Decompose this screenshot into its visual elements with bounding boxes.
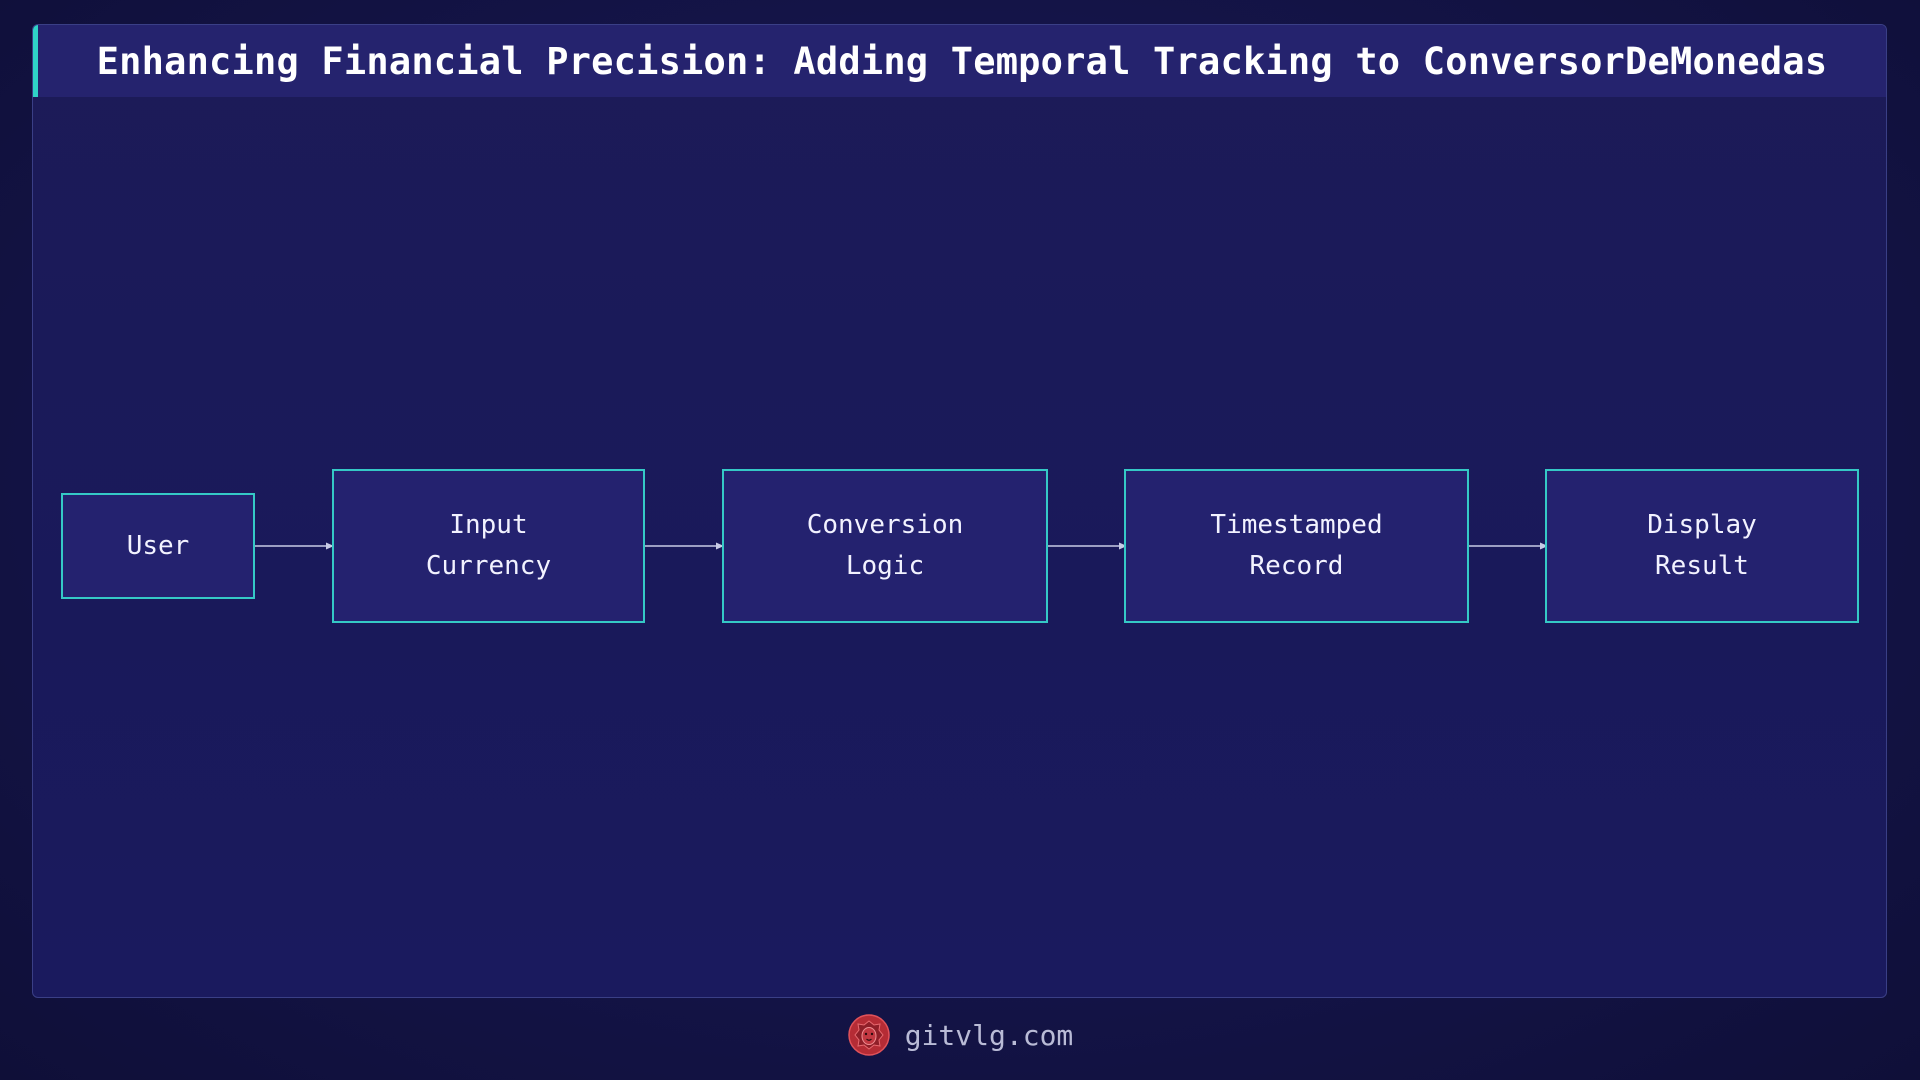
footer: gitvlg.com <box>0 1010 1920 1060</box>
title-bar: Enhancing Financial Precision: Adding Te… <box>33 25 1886 97</box>
page-title: Enhancing Financial Precision: Adding Te… <box>96 39 1828 83</box>
diagram-panel: Enhancing Financial Precision: Adding Te… <box>32 24 1887 998</box>
site-url[interactable]: gitvlg.com <box>904 1018 1074 1052</box>
lion-head-icon <box>847 1014 890 1056</box>
